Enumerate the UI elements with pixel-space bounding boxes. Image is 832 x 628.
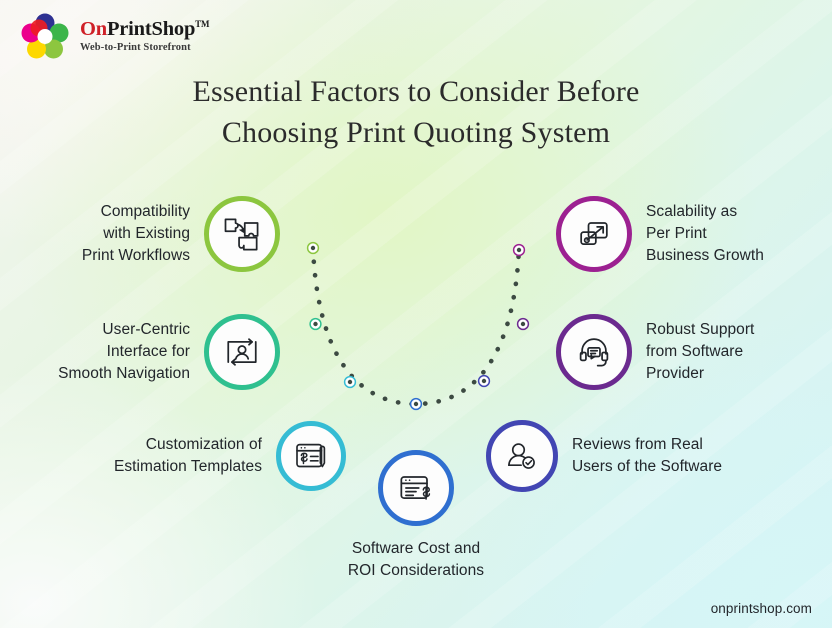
- brand-logo[interactable]: OnPrintShopTM Web-to-Print Storefront: [20, 13, 209, 59]
- factor-scalability-ring[interactable]: [556, 196, 632, 272]
- user-interface-icon: [227, 338, 257, 366]
- puzzle-pieces-icon: [224, 218, 259, 251]
- factor-scalability-label: Scalability as Per Print Business Growth: [646, 203, 764, 264]
- factor-user-centric-label: User-Centric Interface for Smooth Naviga…: [58, 321, 190, 382]
- factor-compatibility-label: Compatibility with Existing Print Workfl…: [81, 203, 190, 264]
- brand-text: OnPrintShopTM Web-to-Print Storefront: [80, 19, 209, 53]
- factor-robust-support-label: Robust Support from Software Provider: [646, 321, 755, 382]
- factor-software-cost-label: Software Cost and ROI Considerations: [347, 540, 485, 579]
- trademark-symbol: TM: [195, 19, 210, 30]
- headset-support-icon: [579, 338, 609, 367]
- user-verified-icon: [508, 443, 535, 469]
- factor-scalability[interactable]: Scalability as Per Print Business Growth: [556, 196, 826, 272]
- arc-dotted-path: [310, 245, 522, 407]
- arc-marker-reviews: [477, 374, 491, 388]
- browser-dollar-icon: [400, 476, 431, 500]
- arc-markers: [306, 241, 530, 411]
- brand-name-part2: PrintShop: [106, 18, 196, 40]
- arc-marker-user-centric: [309, 317, 322, 331]
- title-line-1: Essential Factors to Consider Before: [192, 75, 640, 108]
- arc-marker-customization: [343, 375, 357, 389]
- factor-software-cost[interactable]: Software Cost and ROI Considerations: [306, 450, 526, 582]
- factor-compatibility[interactable]: Compatibility with Existing Print Workfl…: [40, 196, 280, 272]
- factor-robust-support[interactable]: Robust Support from Software Provider: [556, 314, 826, 390]
- arc-marker-compatibility: [306, 241, 320, 255]
- arc-marker-scalability: [512, 243, 526, 257]
- factor-software-cost-ring[interactable]: [378, 450, 454, 526]
- factor-customization-ring[interactable]: [276, 421, 346, 491]
- invoice-pen-icon: [296, 443, 326, 468]
- factor-customization[interactable]: Customization of Estimation Templates: [80, 421, 346, 491]
- page-title: Essential Factors to Consider Before Cho…: [0, 72, 832, 153]
- arc-marker-robust-support: [516, 317, 530, 331]
- factor-customization-label: Customization of Estimation Templates: [113, 436, 262, 475]
- title-line-2: Choosing Print Quoting System: [221, 115, 611, 149]
- factor-reviews-label: Reviews from Real Users of the Software: [572, 436, 723, 475]
- brand-name: OnPrintShopTM: [80, 19, 209, 40]
- factor-reviews-ring[interactable]: [486, 420, 558, 492]
- factor-user-centric[interactable]: User-Centric Interface for Smooth Naviga…: [40, 314, 280, 390]
- scale-arrow-icon: [580, 222, 608, 245]
- factor-compatibility-ring[interactable]: [204, 196, 280, 272]
- factor-user-centric-ring[interactable]: [204, 314, 280, 390]
- factor-reviews[interactable]: Reviews from Real Users of the Software: [486, 420, 786, 492]
- colored-flower-logo-icon: [21, 13, 69, 59]
- factor-robust-support-ring[interactable]: [556, 314, 632, 390]
- brand-name-part1: On: [80, 18, 107, 40]
- footer-website[interactable]: onprintshop.com: [710, 601, 812, 616]
- arc-marker-software-cost: [409, 397, 423, 411]
- brand-tagline: Web-to-Print Storefront: [80, 41, 191, 53]
